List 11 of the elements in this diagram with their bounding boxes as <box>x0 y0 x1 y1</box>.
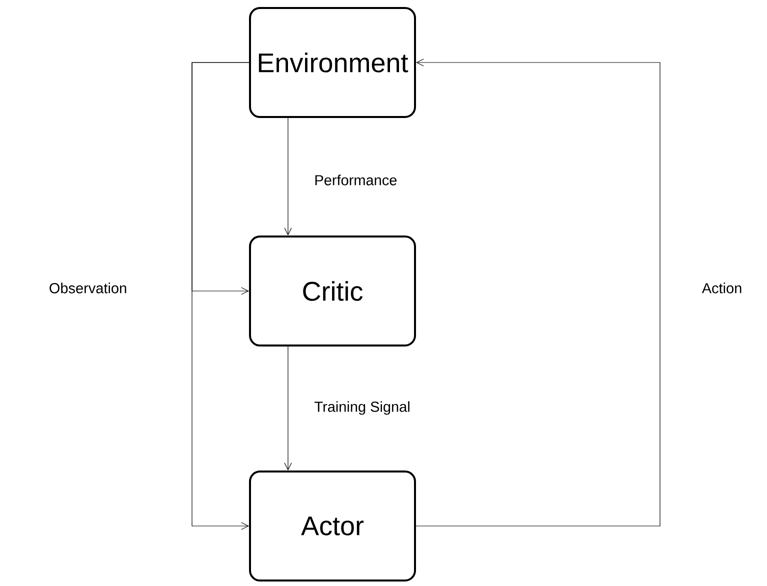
edge-label: Observation <box>50 282 126 294</box>
edge-label: Performance <box>315 174 397 186</box>
process-box: Critic <box>249 236 416 346</box>
arrow <box>192 62 250 530</box>
arrow <box>284 118 292 236</box>
arrow <box>416 58 660 526</box>
edge-label: Training Signal <box>314 401 410 415</box>
arrow <box>284 346 292 470</box>
process-box: Environment <box>249 7 416 118</box>
edge-label: Action <box>702 282 742 294</box>
process-box: Actor <box>249 470 416 582</box>
